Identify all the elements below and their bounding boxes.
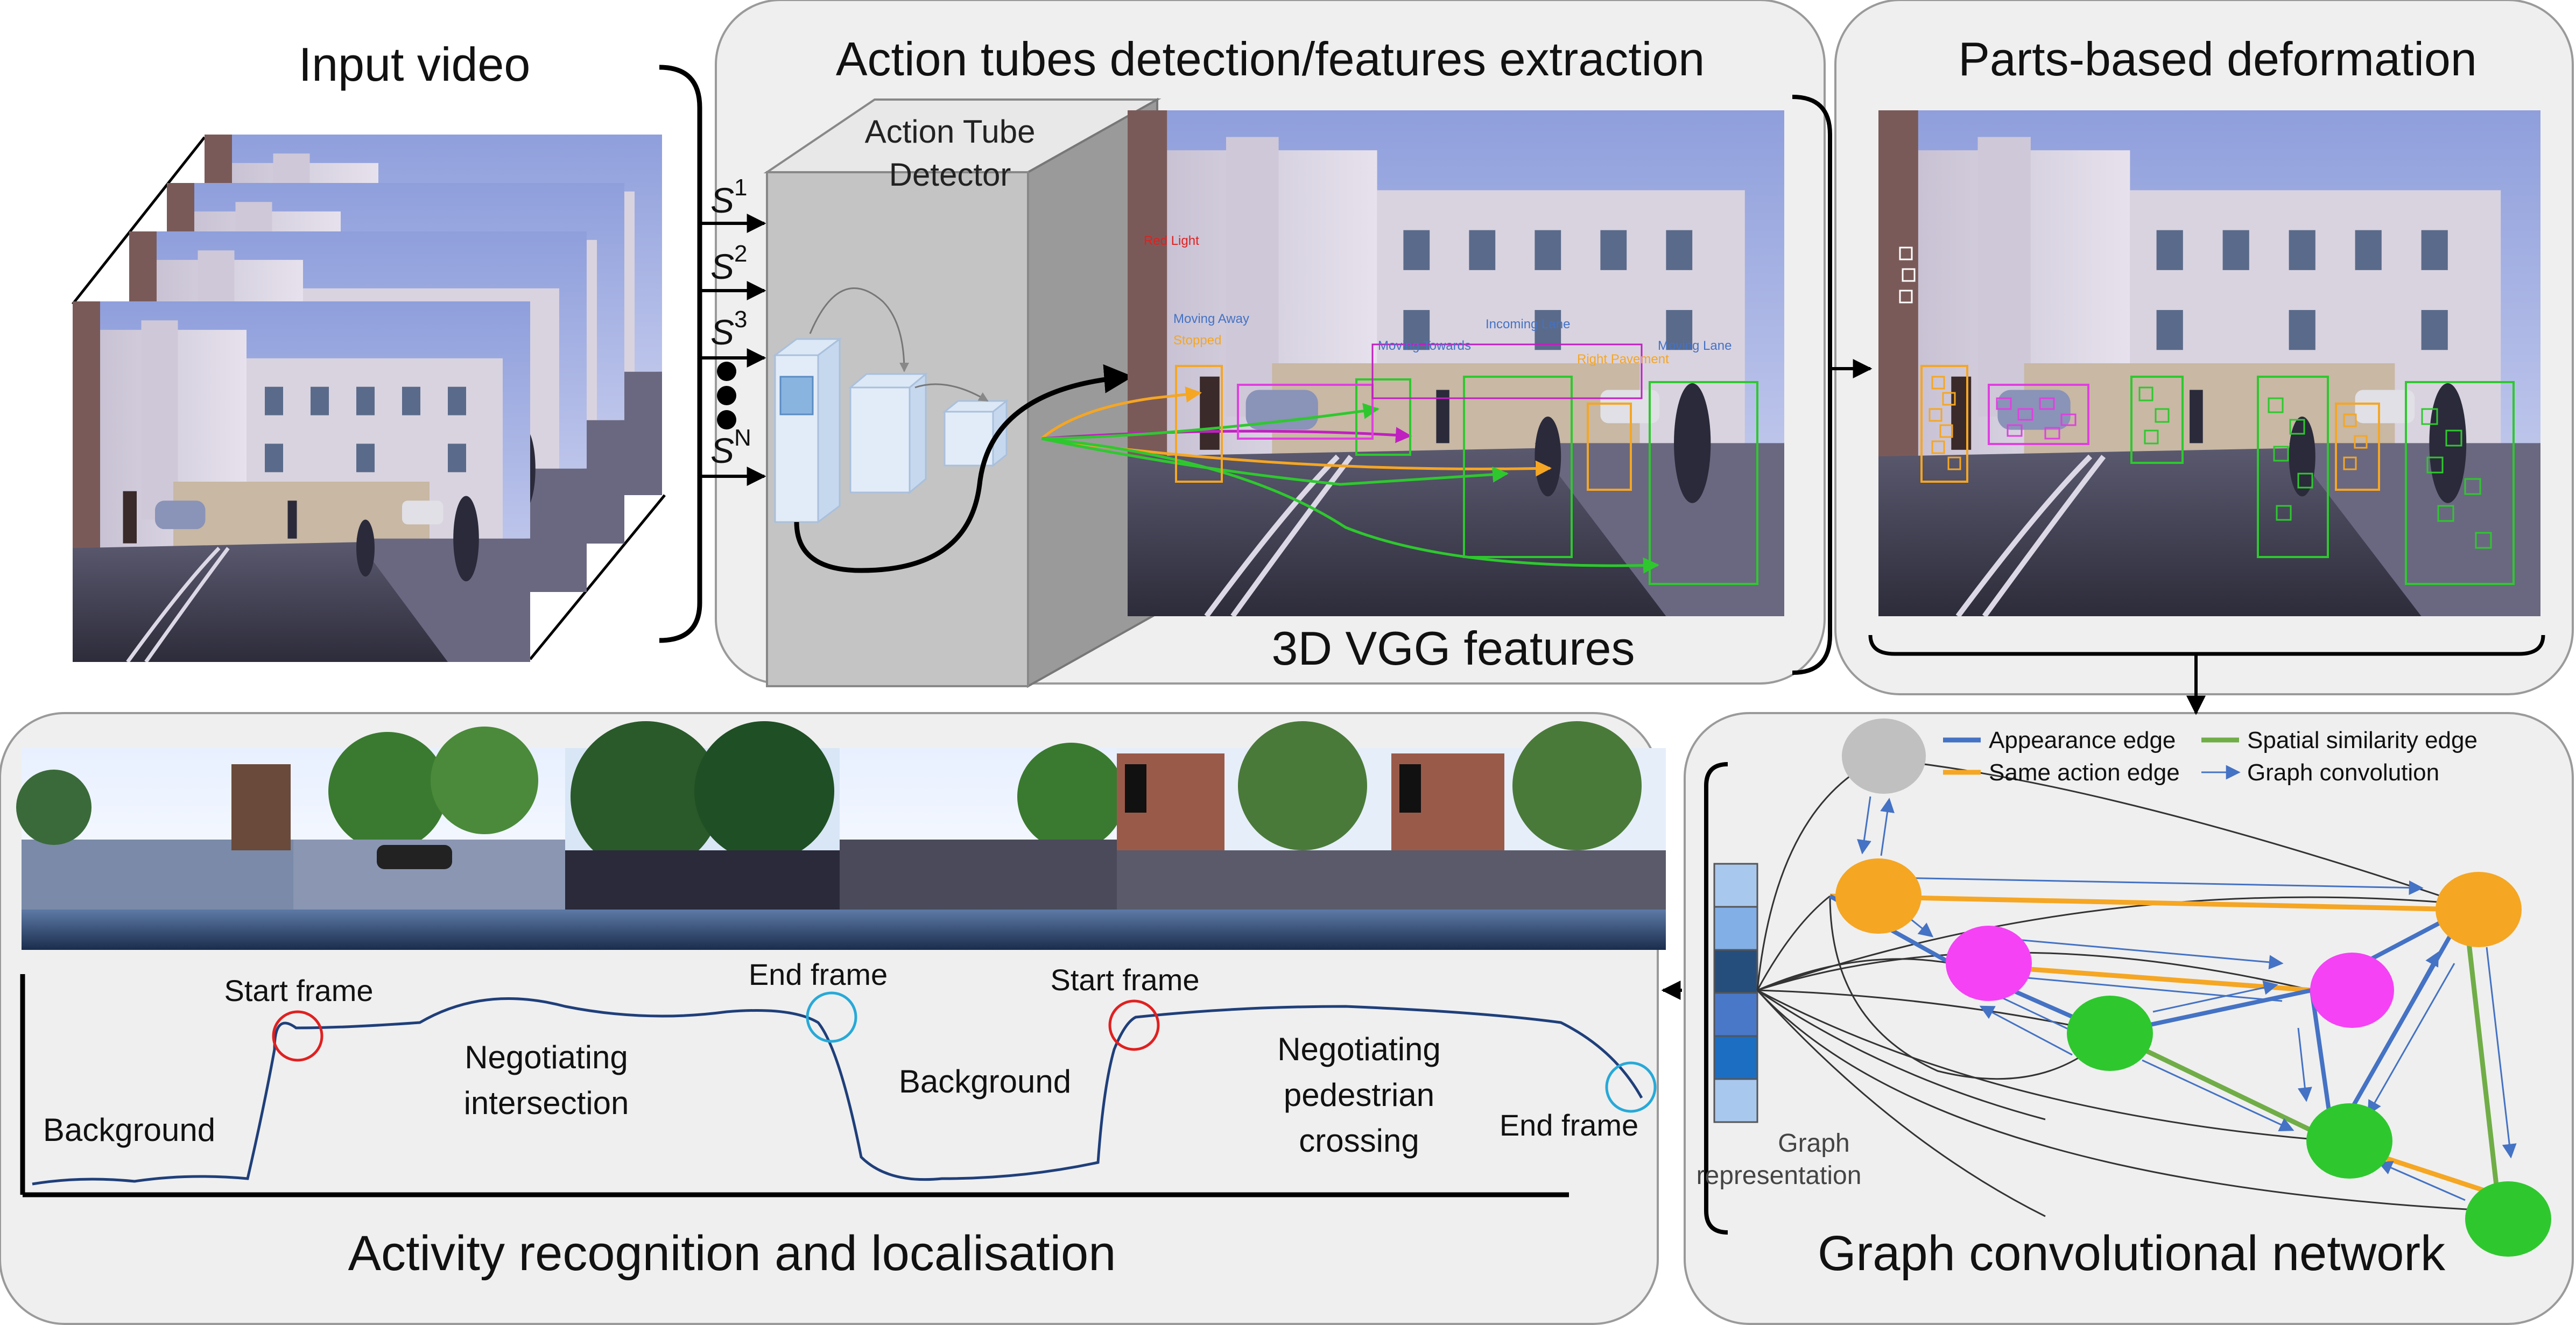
tag-moving-lane: Moving Lane [1658, 339, 1732, 353]
ellipsis-dot [717, 410, 736, 429]
tag-right-pavement: Right Pavement [1577, 352, 1669, 367]
ellipsis-dot [717, 386, 736, 405]
activity-frame [16, 748, 293, 950]
tag-moving-towards: Moving Towards [1378, 339, 1471, 353]
segment-label: Background [899, 1063, 1071, 1100]
legend-same-action-edge: Same action edge [1989, 759, 2180, 786]
activity-frame [565, 721, 840, 950]
stream-labels: S1 S2 S3 SN [710, 174, 751, 470]
start-frame-label: Start frame [224, 974, 374, 1007]
start-frame-label: Start frame [1051, 963, 1200, 997]
parts-boxes [1899, 246, 2492, 549]
timeline: Start frame End frame Start frame End fr… [20, 957, 1657, 1197]
detector-label-line1: Action Tube [865, 114, 1036, 150]
graph-node-orange [2436, 872, 2522, 947]
legend-graph-convolution: Graph convolution [2247, 759, 2439, 786]
features-label: 3D VGG features [1272, 622, 1635, 675]
legend-spatial-edge: Spatial similarity edge [2247, 727, 2478, 753]
graph-node-magenta [1946, 926, 2032, 1001]
input-video-stack [72, 135, 666, 662]
edge-legend: Appearance edge Spatial similarity edge … [1943, 727, 2478, 786]
input-brace [659, 65, 702, 643]
end-frame-label: End frame [1500, 1108, 1638, 1142]
tag-red-light: Red Light [1144, 234, 1199, 248]
stream-label-3: S3 [710, 306, 748, 352]
conv-block [848, 372, 928, 495]
representation-cell [1713, 1035, 1758, 1080]
deformation-title: Parts-based deformation [1958, 32, 2477, 86]
detection-tags: Red Light Moving Away Stopped Moving Tow… [1144, 234, 1732, 367]
representation-cell [1713, 906, 1758, 951]
segment-label: crossing [1299, 1123, 1419, 1159]
graph-node-green [2306, 1103, 2392, 1179]
stream-label-n: SN [710, 425, 751, 470]
graph-node-green [2067, 996, 2153, 1071]
activity-frames [16, 721, 1666, 950]
representation-label-line2: representation [1697, 1161, 1862, 1190]
representation-cell [1713, 1078, 1758, 1123]
segment-label: pedestrian [1284, 1077, 1434, 1113]
start-frame-marker [1108, 999, 1160, 1051]
frame-front [73, 301, 530, 662]
graph-node-green [2465, 1181, 2551, 1257]
representation-cell [1713, 992, 1758, 1037]
graph-node-global [1842, 718, 1926, 794]
activity-frame [1117, 721, 1391, 950]
start-frame-marker [272, 1010, 323, 1062]
graph-convolution-arrows [1857, 796, 2517, 1201]
representation-label-line1: Graph [1778, 1129, 1849, 1158]
tag-stopped: Stopped [1173, 333, 1221, 348]
graph-node-magenta [2310, 953, 2394, 1028]
graph-node-orange [1835, 858, 1922, 934]
activity-frame [840, 743, 1125, 950]
action-tube-detector: Action Tube Detector [763, 97, 1162, 688]
end-frame-label: End frame [749, 957, 888, 991]
activity-title: Activity recognition and localisation [348, 1226, 1116, 1281]
stream-label-2: S2 [710, 241, 748, 286]
segment-label: Negotiating [464, 1039, 628, 1075]
tube-trails [1040, 386, 1659, 574]
activity-frame [1391, 721, 1666, 950]
representation-cell [1713, 863, 1758, 908]
ellipsis-dot [717, 362, 736, 381]
segment-label: Negotiating [1277, 1031, 1441, 1067]
stream-label-1: S1 [710, 174, 748, 220]
segment-label: Background [43, 1112, 215, 1148]
detection-image: Red Light Moving Away Stopped Moving Tow… [1040, 110, 1784, 616]
conv-block [772, 337, 842, 524]
detection-boxes [1175, 343, 1758, 585]
deformation-brace [1868, 635, 2545, 656]
end-frame-marker [1605, 1061, 1657, 1113]
tag-moving-away: Moving Away [1173, 312, 1249, 326]
activity-score-curve [32, 997, 1643, 1186]
end-frame-marker [806, 991, 857, 1043]
stream-arrows [700, 214, 766, 486]
deformation-image [1878, 110, 2540, 616]
tag-incoming-lane: Incoming Lane [1486, 317, 1570, 332]
detection-title: Action tubes detection/features extracti… [836, 32, 1705, 86]
gcn-brace [1704, 762, 1728, 1235]
representation-cell [1713, 949, 1758, 994]
gcn-diagram: Graph representation [1697, 718, 2551, 1257]
gcn-title: Graph convolutional network [1818, 1226, 2446, 1281]
input-video-title: Input video [299, 38, 531, 91]
segment-label: intersection [464, 1085, 629, 1121]
legend-appearance-edge: Appearance edge [1989, 727, 2176, 753]
graph-representation: Graph representation [1697, 863, 1862, 1190]
detector-label-line2: Detector [889, 157, 1011, 193]
detection-brace [1792, 95, 1832, 675]
activity-frame [293, 727, 565, 950]
